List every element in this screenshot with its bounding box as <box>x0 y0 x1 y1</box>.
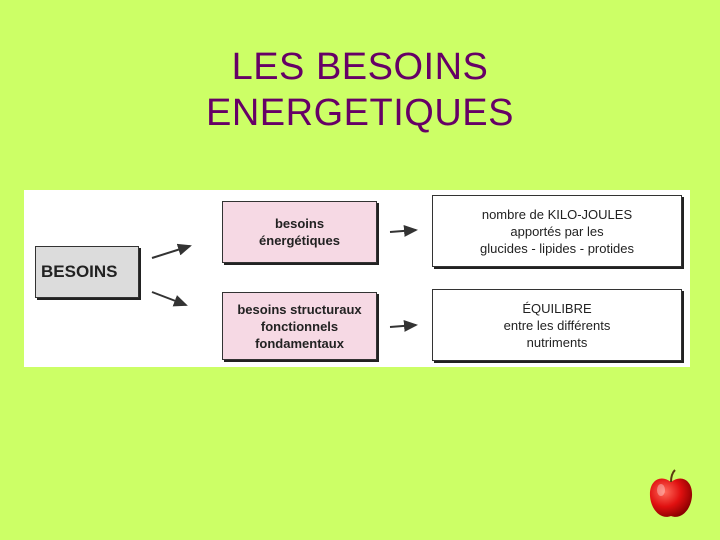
title-line-1: LES BESOINS <box>231 46 489 88</box>
equilibre-box: ÉQUILIBRE entre les différents nutriment… <box>432 289 682 361</box>
besoins-diagram: BESOINS besoins énergétiques besoins str… <box>24 190 690 367</box>
arrow-to-energetic <box>151 243 192 259</box>
besoins-box: BESOINS <box>35 246 139 298</box>
kilojoules-box: nombre de KILO-JOULES apportés par les g… <box>432 195 682 267</box>
diagram-arrows <box>151 224 418 332</box>
structural-line-1: besoins structuraux <box>237 301 362 317</box>
arrow-to-equilibre <box>389 319 418 332</box>
equilibre-line-3: nutriments <box>526 334 588 350</box>
kilojoules-line-2: apportés par les <box>510 223 604 239</box>
slide-title: LES BESOINS ENERGETIQUES <box>0 44 720 136</box>
structural-line-2: fonctionnels <box>260 318 339 334</box>
kilojoules-line-1: nombre de KILO-JOULES <box>481 206 633 222</box>
energetic-needs-box: besoins énergétiques <box>222 201 377 263</box>
energetic-line-2: énergétiques <box>259 233 340 248</box>
energetic-line-1: besoins <box>274 216 325 231</box>
arrow-to-structural <box>151 291 188 307</box>
structural-needs-box: besoins structuraux fonctionnels fondame… <box>222 292 377 360</box>
equilibre-line-2: entre les différents <box>503 317 611 333</box>
arrow-to-kilojoules <box>389 224 418 237</box>
kilojoules-line-3: glucides - lipides - protides <box>480 240 634 256</box>
title-line-2: ENERGETIQUES <box>206 92 514 134</box>
apple-icon <box>649 469 693 517</box>
structural-line-3: fondamentaux <box>255 335 344 351</box>
equilibre-line-1: ÉQUILIBRE <box>522 300 592 316</box>
